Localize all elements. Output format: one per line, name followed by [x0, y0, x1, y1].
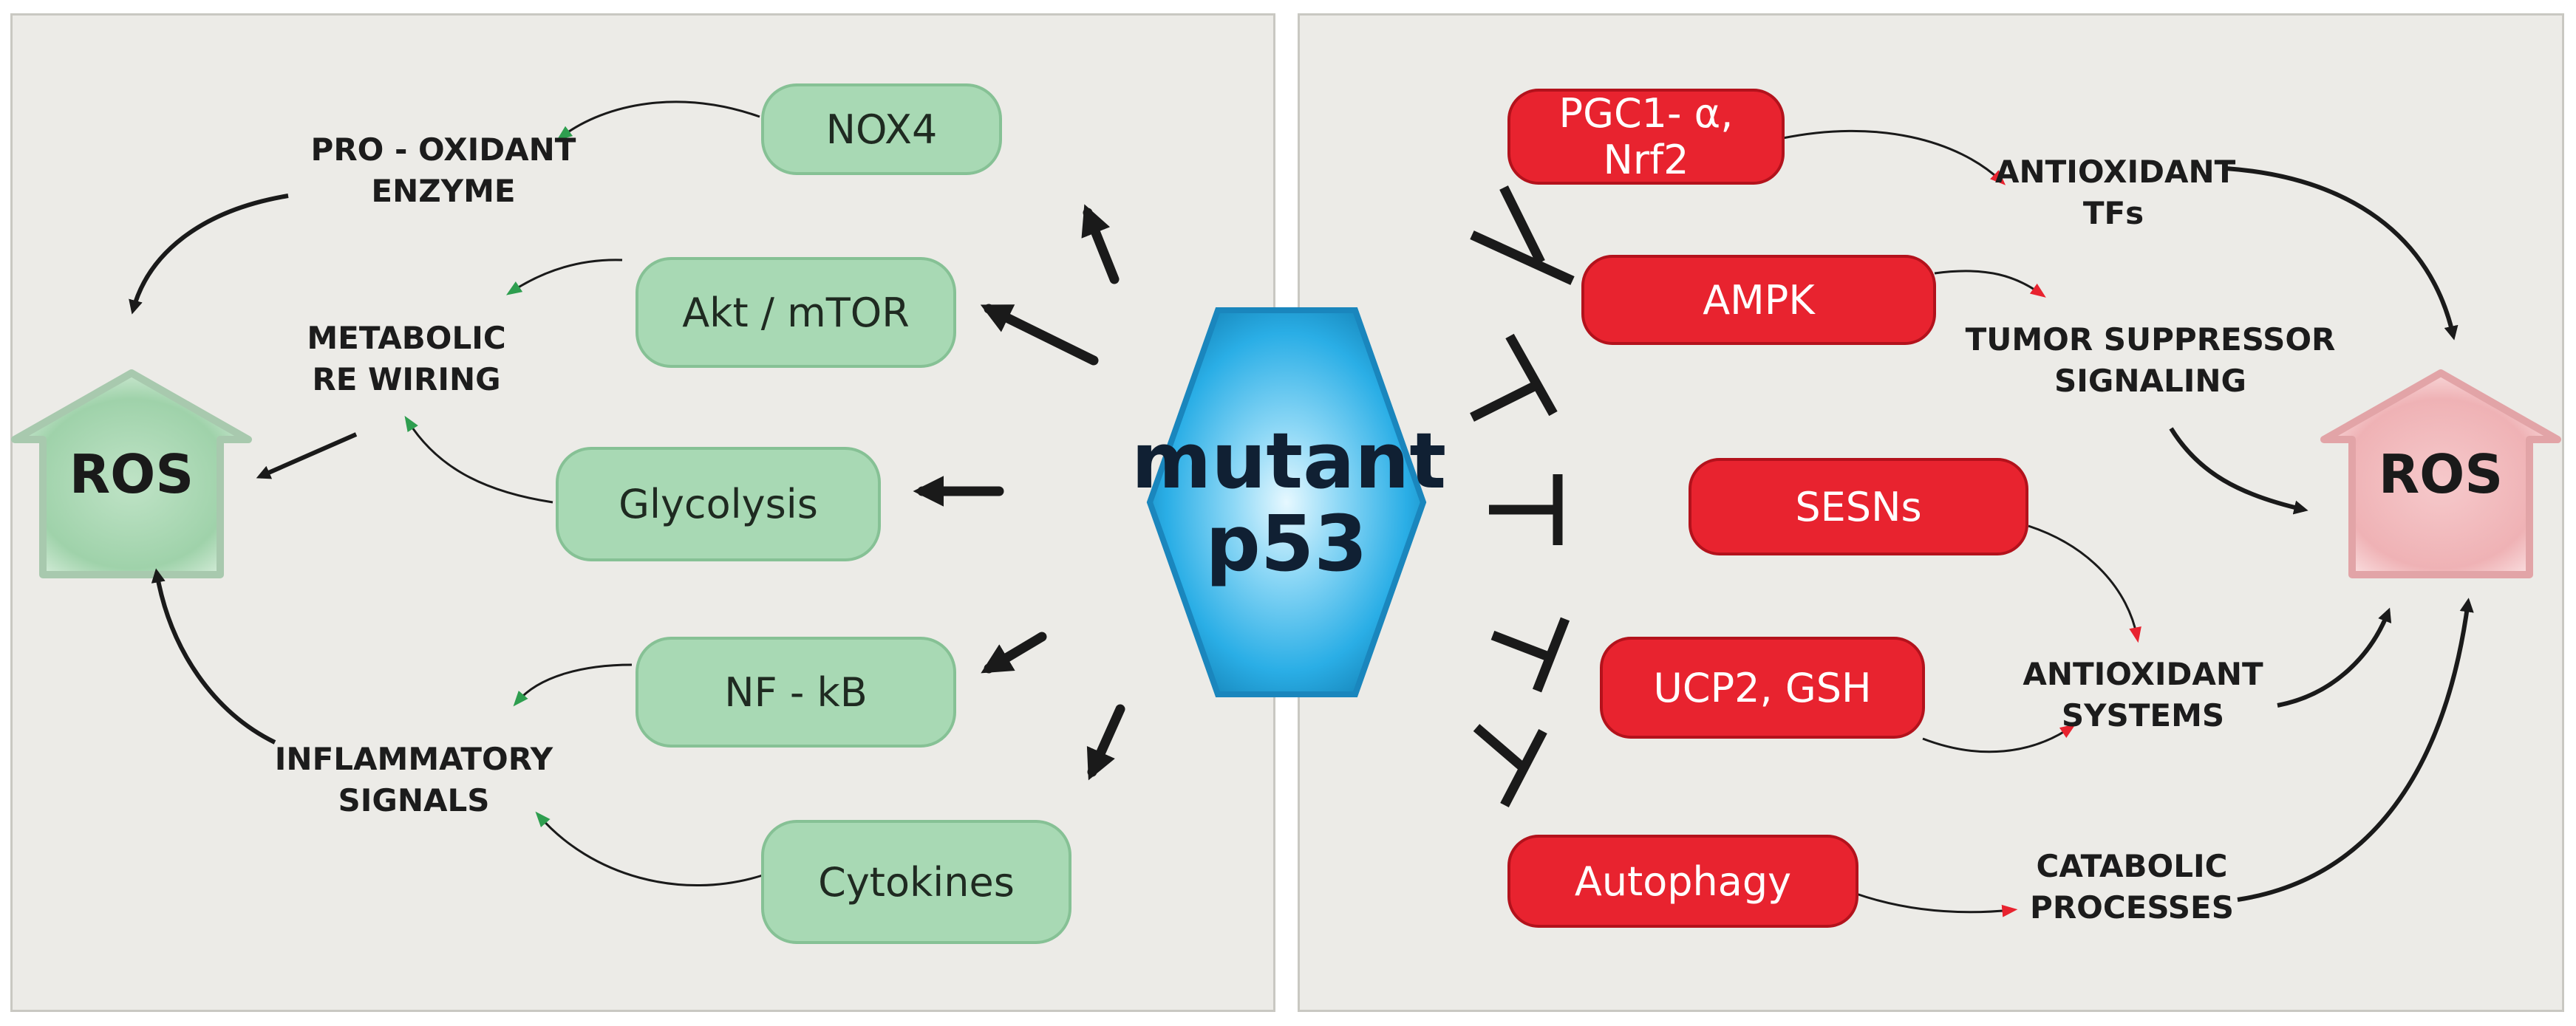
mutant-p53-line1: mutant	[1131, 416, 1447, 506]
inhibit-pgc1	[1470, 185, 1575, 285]
link-autophagy-to-catabolic	[1856, 892, 2018, 917]
mutant-p53-line2: p53	[1205, 499, 1368, 589]
arrow-metabolic-to-ros	[256, 432, 358, 479]
link-nfkb-to-inflammatory	[513, 663, 633, 707]
mutant-p53-label: mutant p53	[1131, 416, 1447, 589]
ros-left-label: ROS	[69, 443, 194, 505]
label-catabolic-processes: CATABOLIC PROCESSES	[2030, 848, 2234, 926]
arrow-p53-to-nfkb	[981, 632, 1047, 674]
link-glycolysis-to-metabolic	[404, 415, 553, 504]
node-glycolysis: Glycolysis	[556, 447, 881, 561]
ros-left-shape	[11, 369, 252, 578]
node-autophagy: Autophagy	[1507, 835, 1858, 928]
link-cytokines-to-inflammatory	[535, 811, 763, 887]
label-pro-oxidant-enzyme: PRO - OXIDANT ENZYME	[310, 131, 576, 209]
node-nox4: NOX4	[761, 83, 1002, 175]
ros-right-shape	[2320, 369, 2561, 578]
link-sesns-to-antioxidant-sys	[2028, 524, 2141, 643]
inhibit-ampk	[1470, 333, 1558, 422]
link-akt-to-metabolic	[505, 259, 623, 295]
inhibit-ucp2	[1490, 617, 1570, 693]
link-ampk-to-tumor	[1934, 270, 2046, 298]
arrow-p53-to-cytokines	[1086, 704, 1125, 781]
arrow-p53-to-nox4	[1081, 204, 1120, 284]
node-nf-kb: NF - kB	[636, 637, 956, 748]
arrow-p53-to-akt	[980, 304, 1099, 366]
label-antioxidant-systems: ANTIOXIDANT SYSTEMS	[2023, 656, 2263, 733]
arrow-pro-oxidant-to-ros	[129, 194, 289, 315]
link-ucp2-to-antioxidant-sys	[1922, 724, 2076, 753]
ros-right-label: ROS	[2378, 443, 2504, 505]
mutant-p53-hexagon	[1146, 307, 1427, 697]
arrow-inflammatory-to-ros	[151, 568, 276, 745]
node-pgc1-nrf2: PGC1- α, Nrf2	[1507, 89, 1785, 185]
arrow-antioxidant-tfs-to-ros	[2225, 166, 2459, 341]
inhibit-autophagy	[1473, 724, 1547, 807]
node-ucp2-gsh: UCP2, GSH	[1600, 637, 1925, 739]
link-nox4-to-pro-oxidant	[556, 100, 760, 141]
label-inflammatory-signals: INFLAMMATORY SIGNALS	[274, 741, 553, 818]
node-akt-mtor: Akt / mTOR	[636, 257, 956, 368]
label-antioxidant-tfs: ANTIOXIDANT TFs	[1995, 154, 2236, 231]
inhibit-sesns	[1489, 474, 1563, 545]
arrow-antioxidant-sys-to-ros	[2277, 607, 2392, 708]
node-cytokines: Cytokines	[761, 820, 1071, 944]
label-metabolic-rewiring: METABOLIC RE WIRING	[307, 320, 506, 397]
arrow-catabolic-to-ros	[2237, 598, 2474, 902]
node-ampk: AMPK	[1581, 255, 1936, 345]
arrow-tumor-to-ros	[2169, 427, 2308, 515]
node-sesns: SESNs	[1689, 458, 2028, 555]
link-pgc1-to-antioxidant-tfs	[1779, 129, 2006, 185]
label-tumor-suppressor-signaling: TUMOR SUPPRESSOR SIGNALING	[1965, 321, 2336, 399]
